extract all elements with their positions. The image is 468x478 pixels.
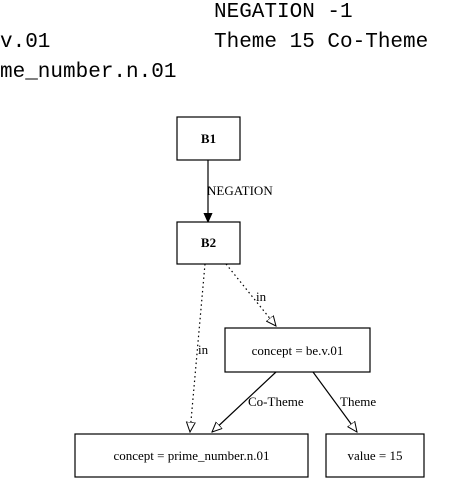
node-prime: concept = prime_number.n.01 (74, 433, 309, 478)
node-b1: B1 (176, 116, 241, 161)
node-b1-label: B1 (201, 131, 216, 146)
header-line2-right: Theme 15 Co-Theme (214, 31, 429, 54)
header-line2-left: v.01 (0, 31, 51, 54)
edge-label-negation: NEGATION (207, 183, 273, 198)
edge-in-right (225, 263, 276, 326)
header-line1-right: NEGATION -1 (214, 1, 353, 24)
node-b2-label: B2 (201, 235, 216, 250)
node-b2: B2 (176, 221, 241, 265)
node-be-label: concept = be.v.01 (252, 343, 344, 358)
node-value: value = 15 (325, 433, 425, 478)
edge-theme (312, 371, 357, 432)
node-be: concept = be.v.01 (224, 327, 371, 373)
edge-label-in-right: in (256, 289, 267, 304)
edge-label-in-left: in (198, 342, 209, 357)
node-value-label: value = 15 (348, 448, 403, 463)
edge-label-theme: Theme (340, 394, 376, 409)
edge-label-co-theme: Co-Theme (248, 394, 304, 409)
edge-co-theme (212, 371, 277, 432)
edge-in-left (190, 263, 206, 432)
header-line3-left: me_number.n.01 (0, 61, 177, 84)
node-prime-label: concept = prime_number.n.01 (113, 448, 269, 463)
